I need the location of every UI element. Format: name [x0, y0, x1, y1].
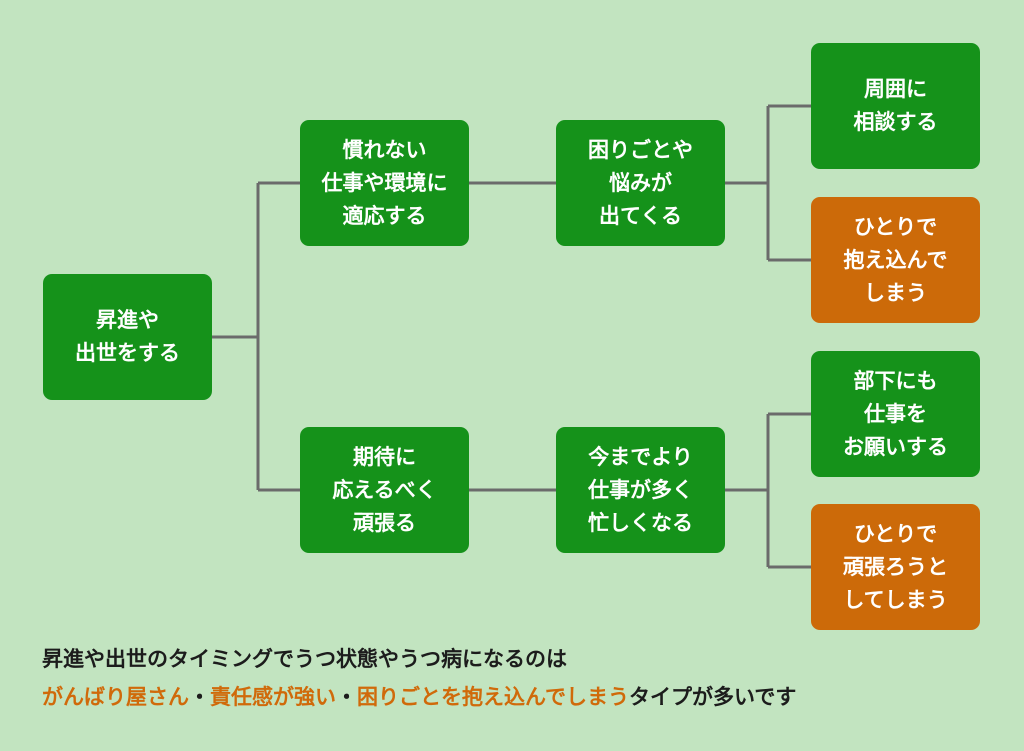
- upper-result-node: 困りごとや 悩みが 出てくる: [556, 120, 725, 246]
- caption-highlight-1: がんばり屋さん: [42, 685, 189, 709]
- lower-branch-node: 期待に 応えるべく 頑張る: [300, 427, 469, 553]
- upper-good-outcome-node: 周囲に 相談する: [811, 43, 980, 169]
- caption-line-2: がんばり屋さん・責任感が強い・困りごとを抱え込んでしまうタイプが多いです: [42, 681, 796, 711]
- caption-highlight-3: 困りごとを抱え込んでしまう: [357, 685, 629, 709]
- upper-bad-outcome-node: ひとりで 抱え込んで しまう: [811, 197, 980, 323]
- caption-text-1: 昇進や出世のタイミングでうつ状態やうつ病になるのは: [42, 647, 567, 671]
- lower-good-outcome-node: 部下にも 仕事を お願いする: [811, 351, 980, 477]
- caption-separator-1: ・: [189, 685, 210, 709]
- root-node: 昇進や 出世をする: [43, 274, 212, 400]
- upper-branch-node: 慣れない 仕事や環境に 適応する: [300, 120, 469, 246]
- caption-tail: タイプが多いです: [628, 685, 797, 709]
- caption-line-1: 昇進や出世のタイミングでうつ状態やうつ病になるのは: [42, 643, 567, 673]
- caption-separator-2: ・: [336, 685, 357, 709]
- lower-result-node: 今までより 仕事が多く 忙しくなる: [556, 427, 725, 553]
- lower-bad-outcome-node: ひとりで 頑張ろうと してしまう: [811, 504, 980, 630]
- caption-highlight-2: 責任感が強い: [210, 685, 336, 709]
